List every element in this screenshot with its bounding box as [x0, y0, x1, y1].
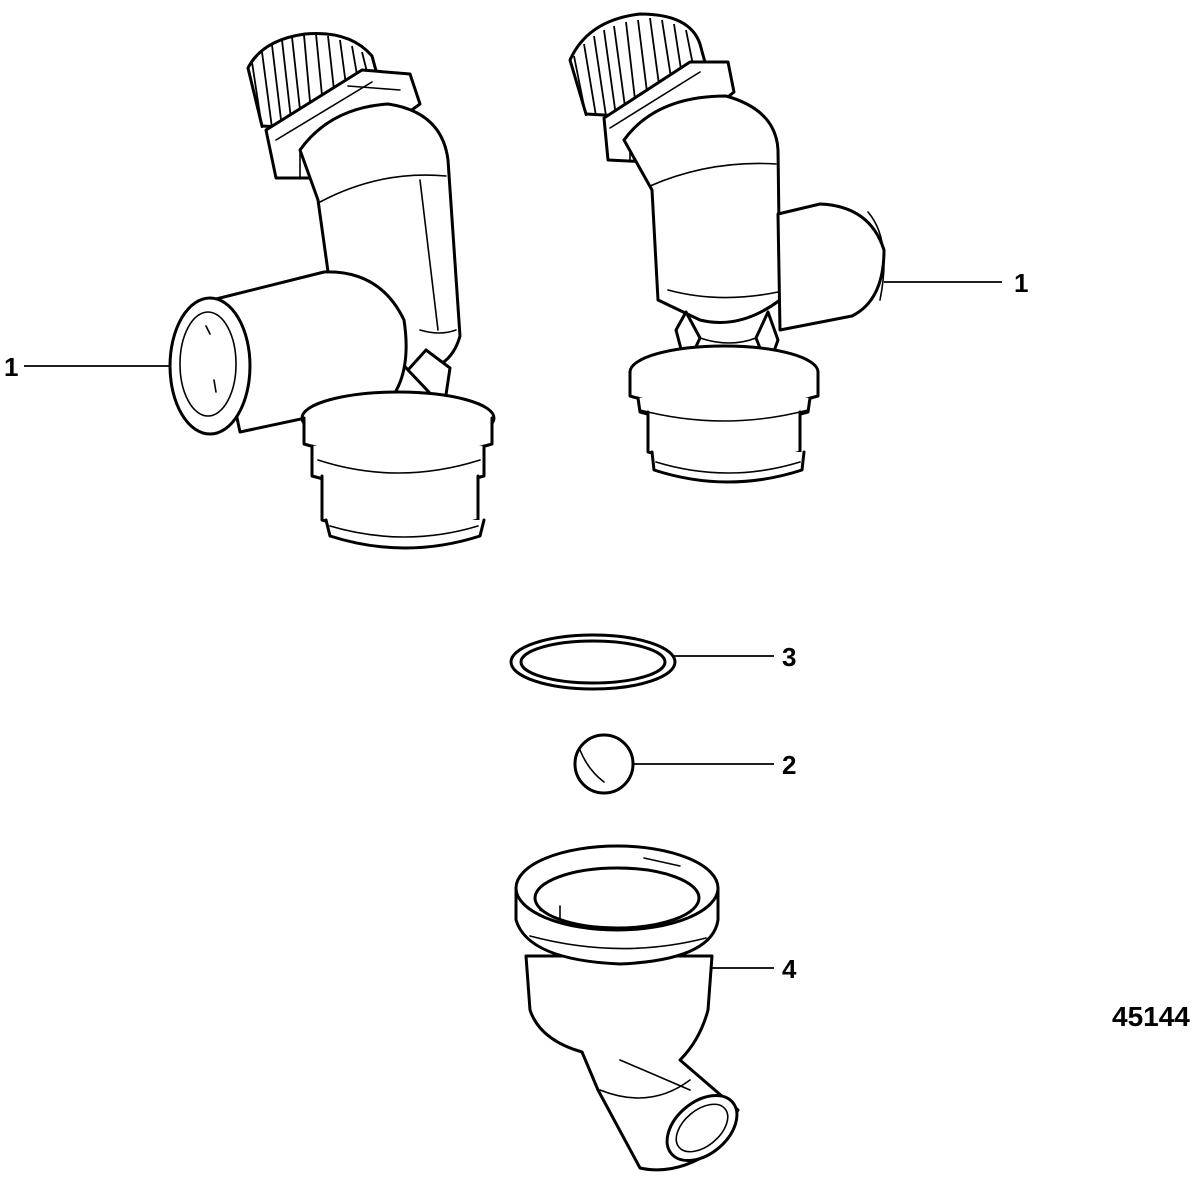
check-ball	[573, 733, 774, 795]
callout-label-elbow: 4	[782, 954, 797, 984]
figure-number: 45144	[1112, 1001, 1190, 1032]
elbow-cup	[514, 844, 774, 1172]
cartridge-right	[628, 344, 820, 484]
o-ring	[509, 633, 774, 691]
hose-barb-right	[776, 202, 886, 332]
callout-label-ring: 3	[782, 642, 796, 672]
fitting-right	[568, 12, 1002, 484]
elbow-body-right	[622, 94, 782, 324]
threaded-end-right	[568, 12, 708, 118]
callout-label-fitting-left: 1	[4, 352, 18, 382]
fitting-left	[24, 31, 496, 550]
callout-label-ball: 2	[782, 750, 796, 780]
barb-opening-left	[168, 296, 252, 436]
cartridge-left	[300, 390, 496, 550]
callout-label-fitting-right: 1	[1014, 268, 1028, 298]
hose-barb-left	[210, 270, 408, 434]
